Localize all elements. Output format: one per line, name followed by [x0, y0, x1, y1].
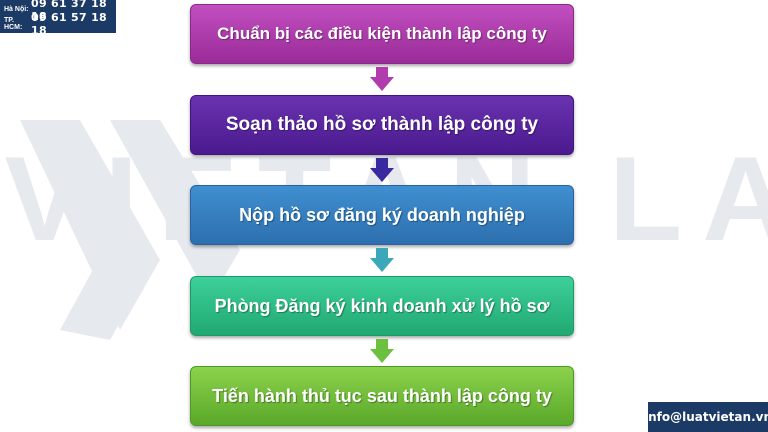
- down-arrow-3-shape: [370, 248, 394, 272]
- down-arrow-icon: [370, 339, 394, 363]
- flow-step-5: Tiến hành thủ tục sau thành lập công ty: [190, 366, 574, 426]
- down-arrow-icon: [370, 248, 394, 272]
- flow-step-3: Nộp hồ sơ đăng ký doanh nghiệp: [190, 185, 574, 245]
- hanoi-phone-number[interactable]: 09 61 37 18 18: [30, 0, 108, 23]
- flow-step-1: Chuẩn bị các điều kiện thành lập công ty: [190, 4, 574, 64]
- hcm-phone-number[interactable]: 09 61 57 18 18: [30, 10, 108, 37]
- down-arrow-1-shape: [370, 67, 394, 91]
- down-arrow-2-shape: [370, 158, 394, 182]
- flow-step-1-label: Chuẩn bị các điều kiện thành lập công ty: [217, 24, 547, 44]
- flow-step-5-label: Tiến hành thủ tục sau thành lập công ty: [212, 385, 552, 406]
- down-arrow-4-shape: [370, 339, 394, 363]
- down-arrow-icon: [370, 67, 394, 91]
- hanoi-label: Hà Nội:: [4, 6, 29, 13]
- hanoi-phone-row: Hà Nội: 09 61 37 18 18: [4, 0, 112, 23]
- email-link[interactable]: info@luatvietan.vn: [644, 410, 768, 424]
- flow-step-3-label: Nộp hồ sơ đăng ký doanh nghiệp: [239, 204, 525, 225]
- phone-contact-box: Hà Nội: 09 61 37 18 18 TP. HCM: 09 61 57…: [0, 0, 116, 37]
- flow-step-4-label: Phòng Đăng ký kinh doanh xử lý hồ sơ: [214, 295, 550, 316]
- flow-step-2: Soạn thảo hồ sơ thành lập công ty: [190, 95, 574, 155]
- flow-step-4: Phòng Đăng ký kinh doanh xử lý hồ sơ: [190, 276, 574, 336]
- flow-step-2-label: Soạn thảo hồ sơ thành lập công ty: [225, 114, 539, 136]
- hcm-phone-row: TP. HCM: 09 61 57 18 18: [4, 11, 112, 37]
- email-contact-box[interactable]: info@luatvietan.vn: [644, 402, 768, 432]
- hcm-label: TP. HCM:: [4, 16, 23, 31]
- down-arrow-icon: [370, 158, 394, 182]
